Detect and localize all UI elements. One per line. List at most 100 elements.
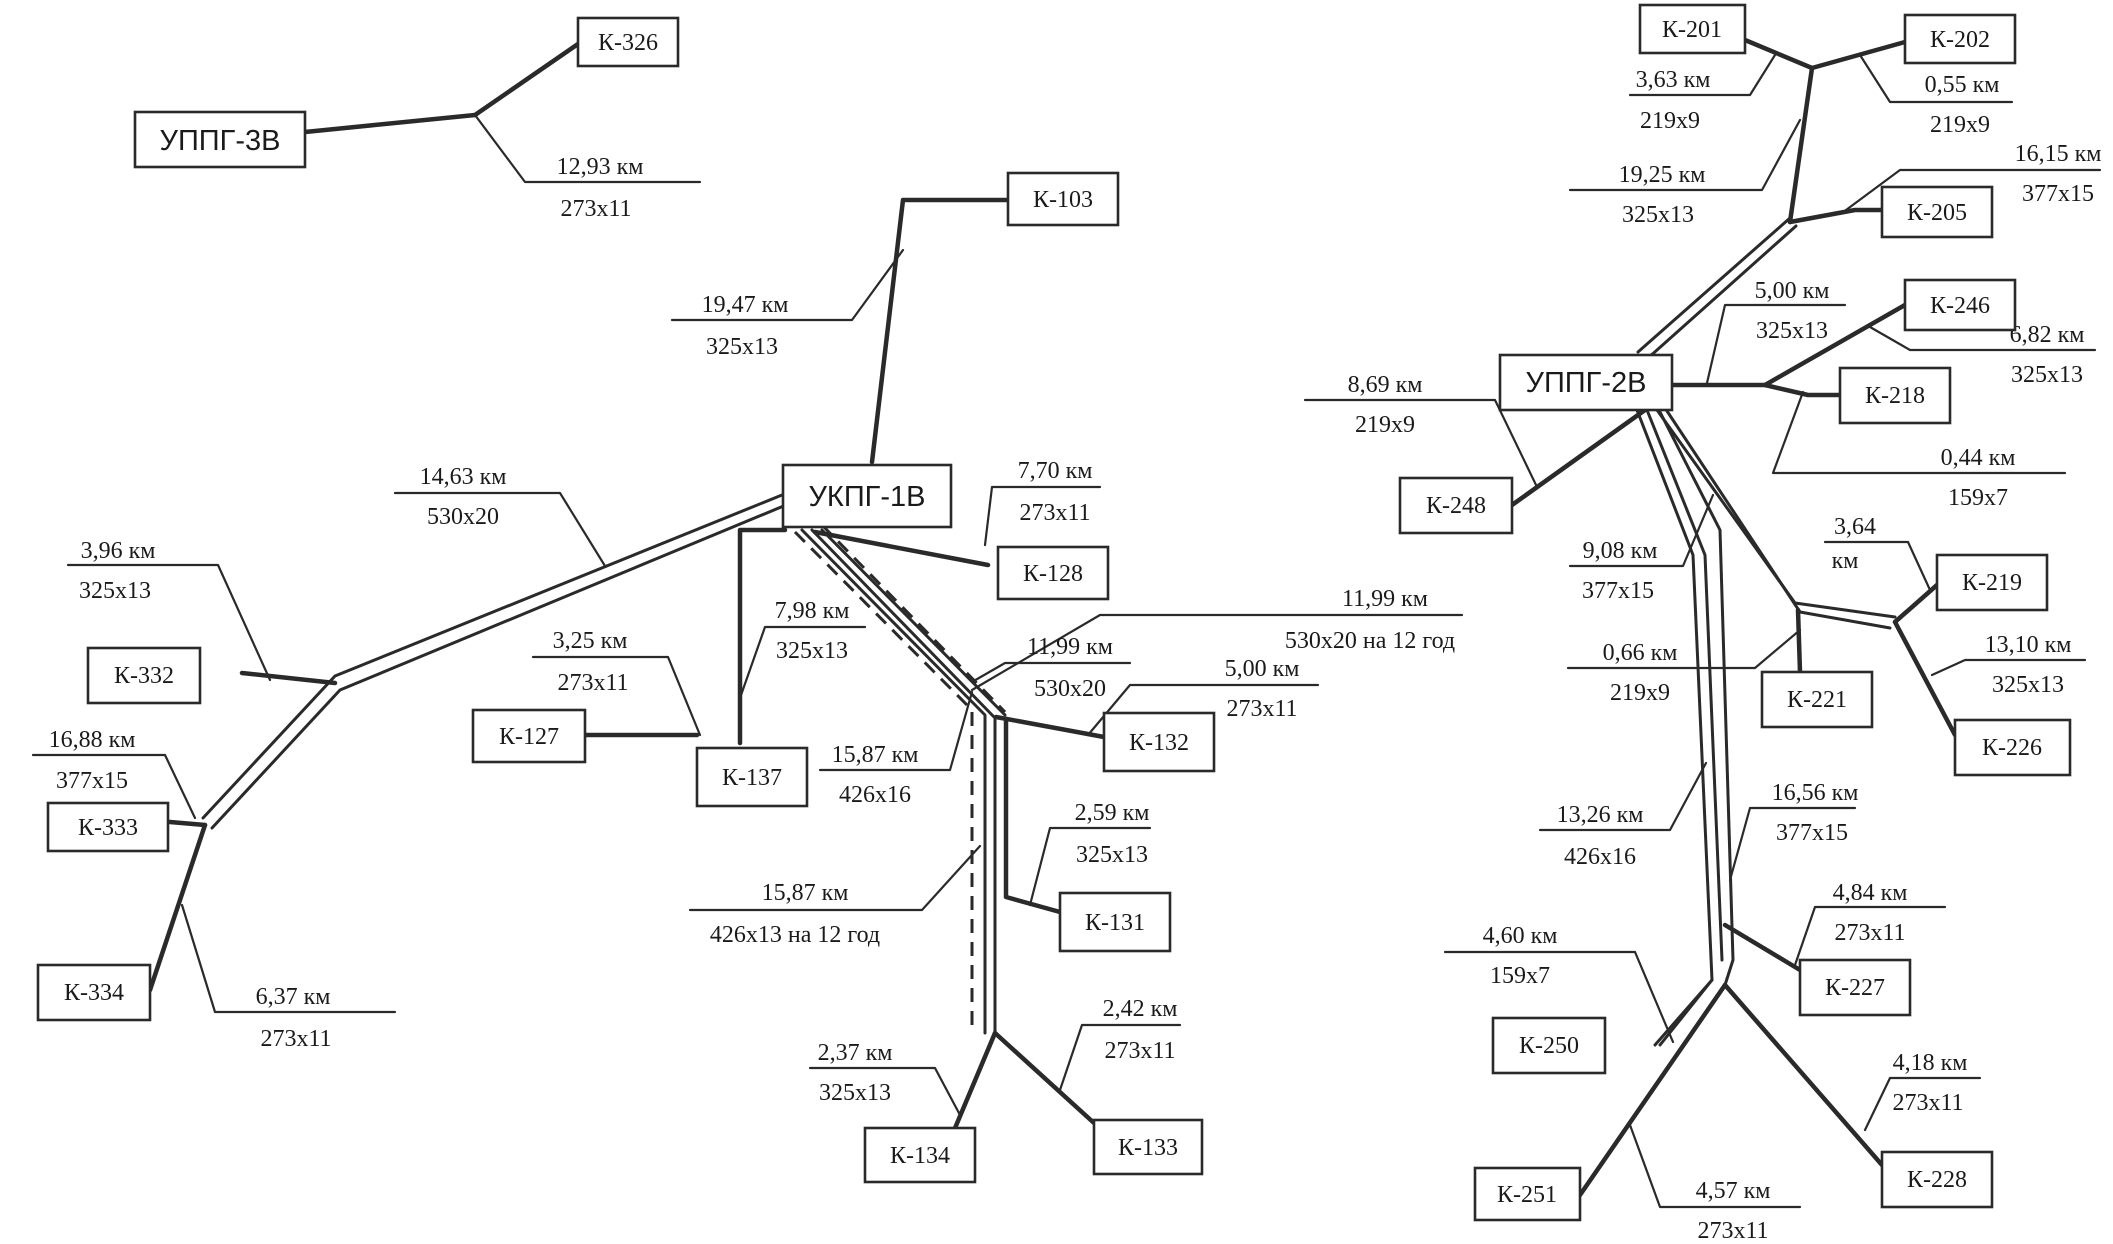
wells: К-326 К-103 К-128 К-137 К-127 К-132 К-13… bbox=[36, 3, 2072, 1222]
label-k333-diameter: 377х15 bbox=[56, 768, 128, 794]
node-uppg-3v[interactable]: УППГ-3В bbox=[133, 110, 307, 169]
label-k227-length: 4,84 км bbox=[1833, 880, 1908, 906]
label-k131-length: 2,59 км bbox=[1075, 800, 1150, 826]
main-uppg2v-south-b bbox=[1645, 408, 1724, 962]
pipe-k201-junction bbox=[1742, 37, 1815, 71]
label-future2-diameter: 426х13 на 12 год bbox=[710, 922, 880, 948]
pipe-k332-junction bbox=[239, 670, 338, 686]
pipe-junction-k326 bbox=[472, 41, 581, 118]
label-k137-diameter: 325х13 bbox=[776, 638, 848, 664]
node-k218[interactable]: К-218 bbox=[1838, 366, 1952, 425]
node-k326[interactable]: К-326 bbox=[576, 16, 680, 68]
node-k127[interactable]: К-127 bbox=[471, 708, 587, 764]
label-trunkE-diameter: 377х15 bbox=[1582, 578, 1654, 604]
node-k134[interactable]: К-134 bbox=[863, 1126, 977, 1184]
label-k132main-length: 11,99 км bbox=[1027, 634, 1113, 660]
pipe-junction-k251 bbox=[1577, 982, 1728, 1198]
node-k202-label: К-202 bbox=[1930, 27, 1990, 53]
node-k132[interactable]: К-132 bbox=[1102, 711, 1216, 773]
pipe-branch-k221 bbox=[1795, 607, 1803, 675]
pipe-uppg2v-k248 bbox=[1509, 407, 1648, 508]
label-k103-length: 19,47 км bbox=[702, 292, 789, 318]
node-k128[interactable]: К-128 bbox=[996, 545, 1110, 601]
pipe-junction-k334 bbox=[147, 822, 208, 993]
node-k251[interactable]: К-251 bbox=[1473, 1166, 1582, 1222]
node-uppg-2v[interactable]: УППГ-2В bbox=[1498, 353, 1674, 412]
node-k131[interactable]: К-131 bbox=[1058, 891, 1172, 953]
main-uppg2v-south-c bbox=[1657, 408, 1735, 987]
label-k133-length: 2,42 км bbox=[1103, 996, 1178, 1022]
node-k248[interactable]: К-248 bbox=[1398, 476, 1514, 535]
label-k219-unit: км bbox=[1832, 548, 1859, 574]
label-k248-length: 8,69 км bbox=[1348, 372, 1423, 398]
label-k219-length: 3,64 bbox=[1834, 514, 1876, 540]
label-main-length: 14,63 км bbox=[420, 464, 507, 490]
label-k246b-diameter: 325х13 bbox=[2011, 362, 2083, 388]
label-k128-length: 7,70 км bbox=[1018, 458, 1093, 484]
label-k221-length: 0,66 км bbox=[1603, 640, 1678, 666]
label-trunkS2-length: 16,56 км bbox=[1772, 780, 1859, 806]
main-uppg2v-south-a bbox=[1635, 408, 1714, 1047]
node-k219[interactable]: К-219 bbox=[1935, 553, 2049, 612]
node-k205[interactable]: К-205 bbox=[1880, 185, 1994, 239]
label-trunk-diameter: 426х16 bbox=[839, 782, 911, 808]
node-k333[interactable]: К-333 bbox=[46, 801, 170, 853]
label-future1-diameter: 530х20 на 12 год bbox=[1285, 628, 1455, 654]
label-k251-length: 4,57 км bbox=[1696, 1178, 1771, 1204]
leader-k333 bbox=[31, 753, 197, 820]
main-uppg2v-se-b bbox=[1663, 406, 1892, 630]
label-k332-diameter: 325х13 bbox=[79, 578, 151, 604]
node-ukpg-1v[interactable]: УКПГ-1В bbox=[781, 463, 953, 529]
node-k133[interactable]: К-133 bbox=[1092, 1118, 1204, 1176]
node-k221[interactable]: К-221 bbox=[1760, 670, 1874, 729]
pipe-junction-k227 bbox=[1722, 922, 1803, 973]
node-k334-label: К-334 bbox=[64, 980, 124, 1006]
node-k228[interactable]: К-228 bbox=[1880, 1150, 1994, 1209]
node-k201-label: К-201 bbox=[1662, 17, 1722, 43]
main-uppg2v-north-a bbox=[1636, 216, 1792, 354]
node-k226[interactable]: К-226 bbox=[1953, 718, 2072, 777]
label-k228-diameter: 273х11 bbox=[1892, 1090, 1963, 1116]
node-k134-label: К-134 bbox=[890, 1143, 950, 1169]
label-trunkN-length: 19,25 км bbox=[1619, 162, 1706, 188]
label-k251-diameter: 273х11 bbox=[1697, 1218, 1768, 1244]
label-k205-diameter: 377х15 bbox=[2022, 181, 2094, 207]
label-k248-diameter: 219х9 bbox=[1355, 412, 1415, 438]
label-future1-length: 11,99 км bbox=[1342, 586, 1428, 612]
node-k103[interactable]: К-103 bbox=[1006, 171, 1120, 227]
leader-k201 bbox=[1628, 53, 1777, 97]
node-k332[interactable]: К-332 bbox=[86, 646, 202, 705]
node-k132-label: К-132 bbox=[1129, 730, 1189, 756]
node-k127-label: К-127 bbox=[499, 724, 559, 750]
main-ukpg1v-west-a bbox=[201, 493, 784, 820]
label-k250-diameter: 159х7 bbox=[1490, 963, 1550, 989]
main-ukpg1v-west-b bbox=[210, 503, 788, 830]
node-k201[interactable]: К-201 bbox=[1638, 3, 1747, 55]
leader-k103 bbox=[670, 248, 905, 322]
node-k250[interactable]: К-250 bbox=[1491, 1016, 1607, 1075]
leader-k202 bbox=[1858, 53, 2014, 104]
label-k201-length: 3,63 км bbox=[1636, 67, 1711, 93]
label-trunkS2-diameter: 377х15 bbox=[1776, 820, 1848, 846]
leader-k131 bbox=[1028, 826, 1152, 907]
pipe-junction-k133 bbox=[992, 1030, 1097, 1126]
node-k218-label: К-218 bbox=[1865, 383, 1925, 409]
label-k246-length: 5,00 км bbox=[1755, 278, 1830, 304]
main-double-pipes bbox=[201, 216, 1897, 1047]
label-k202-length: 0,55 км bbox=[1925, 72, 2000, 98]
leader-k218 bbox=[1771, 390, 2067, 475]
label-k202-diameter: 219х9 bbox=[1930, 112, 1990, 138]
leader-k132main bbox=[970, 661, 1132, 684]
node-k246-label: К-246 bbox=[1930, 293, 1990, 319]
label-k103-diameter: 325х13 bbox=[706, 334, 778, 360]
node-k246[interactable]: К-246 bbox=[1903, 278, 2017, 332]
node-k334[interactable]: К-334 bbox=[36, 963, 152, 1022]
node-k137[interactable]: К-137 bbox=[695, 746, 809, 808]
leader-k226 bbox=[1930, 658, 2087, 677]
label-k137-length: 7,98 км bbox=[775, 598, 850, 624]
label-k221-diameter: 219х9 bbox=[1610, 680, 1670, 706]
pipe-trunkN-k205 bbox=[1787, 207, 1885, 225]
node-k202[interactable]: К-202 bbox=[1903, 13, 2017, 65]
node-k227[interactable]: К-227 bbox=[1798, 958, 1912, 1017]
leader-k134 bbox=[808, 1066, 962, 1117]
